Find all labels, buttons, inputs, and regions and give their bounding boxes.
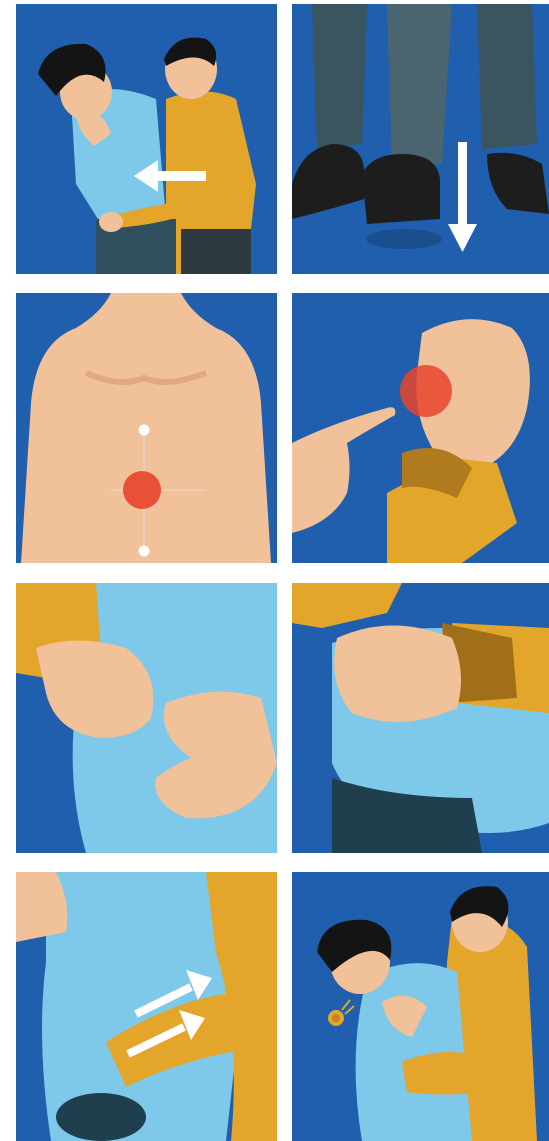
step-7-illustration bbox=[16, 872, 277, 1141]
step-5-illustration bbox=[16, 583, 277, 853]
step-6-illustration bbox=[292, 583, 549, 853]
step-4-illustration bbox=[292, 293, 549, 563]
step-4-panel bbox=[292, 293, 549, 563]
navel-dot bbox=[139, 546, 150, 557]
step-6-panel bbox=[292, 583, 549, 853]
victim-trousers bbox=[56, 1093, 146, 1141]
rescuer-hand bbox=[99, 212, 123, 232]
shoe-center bbox=[362, 154, 440, 224]
leg-left bbox=[312, 4, 367, 149]
target-circle-icon bbox=[123, 471, 161, 509]
leg-right bbox=[477, 4, 537, 149]
step-2-panel bbox=[292, 4, 549, 274]
target-circle-icon bbox=[400, 365, 452, 417]
victim-face bbox=[16, 872, 67, 942]
step-8-illustration bbox=[292, 872, 549, 1141]
step-3-illustration bbox=[16, 293, 277, 563]
sternum-dot bbox=[139, 425, 150, 436]
leg-center bbox=[387, 4, 452, 164]
shoe-shadow bbox=[366, 229, 442, 249]
rescuer-arm bbox=[402, 1052, 492, 1095]
step-5-panel bbox=[16, 583, 277, 853]
step-8-panel bbox=[292, 872, 549, 1141]
clasped-hands bbox=[334, 626, 461, 722]
step-2-illustration bbox=[292, 4, 549, 274]
step-3-panel bbox=[16, 293, 277, 563]
step-7-panel bbox=[16, 872, 277, 1141]
step-1-panel bbox=[16, 4, 277, 274]
rescuer-trousers bbox=[181, 229, 251, 274]
step-1-illustration bbox=[16, 4, 277, 274]
